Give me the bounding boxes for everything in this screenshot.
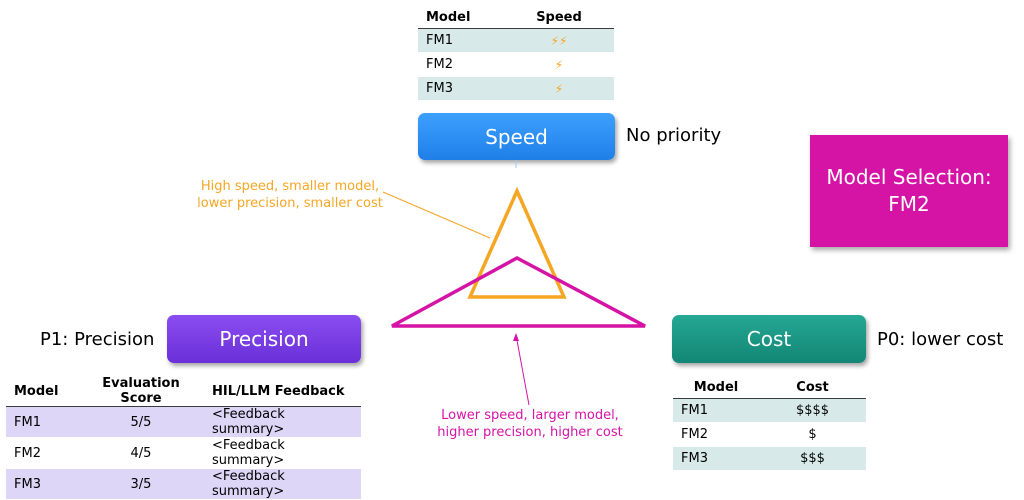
- precision-note-pointer: [515, 334, 530, 406]
- precision-note-line: higher precision, higher cost: [437, 425, 623, 440]
- model-cell: FM2: [418, 52, 504, 77]
- table-row: FM2 ⚡: [418, 52, 614, 77]
- score-cell: 4/5: [78, 437, 204, 469]
- cost-cell: $: [759, 422, 866, 447]
- speed-table: Model Speed FM1 ⚡⚡ FM2 ⚡ FM3 ⚡: [418, 6, 614, 101]
- model-cell: FM1: [418, 28, 504, 53]
- table-row: FM2 4/5 <Feedback summary>: [6, 437, 361, 469]
- feedback-cell: <Feedback summary>: [204, 406, 361, 438]
- speed-cell: ⚡⚡: [504, 28, 614, 53]
- speed-note-pointer: [382, 191, 491, 239]
- tradeoff-diagram: [382, 160, 646, 406]
- table-row: FM3 ⚡: [418, 76, 614, 101]
- model-cell: FM2: [673, 422, 759, 447]
- table-row: FM3 3/5 <Feedback summary>: [6, 468, 361, 500]
- speed-cell: ⚡: [504, 76, 614, 101]
- cost-cell: $$$: [759, 446, 866, 471]
- speed-triangle: [467, 186, 567, 299]
- model-selection-value: FM2: [888, 192, 930, 216]
- column-header-cost: Cost: [759, 376, 866, 399]
- model-selection-title: Model Selection:: [826, 165, 992, 189]
- speed-cell: ⚡: [504, 52, 614, 77]
- speed-priority-label: No priority: [626, 125, 722, 146]
- table-header-row: Model Evaluation Score HIL/LLM Feedback: [6, 376, 361, 407]
- table-row: FM1 5/5 <Feedback summary>: [6, 406, 361, 438]
- column-header-model: Model: [6, 376, 78, 407]
- table-row: FM2 $: [673, 422, 866, 447]
- table-row: FM3 $$$: [673, 446, 866, 471]
- feedback-cell: <Feedback summary>: [204, 437, 361, 469]
- speed-note-line: lower precision, smaller cost: [197, 196, 383, 211]
- column-header-evaluation-score: Evaluation Score: [78, 376, 204, 407]
- model-cell: FM1: [6, 406, 78, 438]
- cost-button[interactable]: Cost: [672, 315, 866, 363]
- model-cell: FM2: [6, 437, 78, 469]
- model-cell: FM3: [673, 446, 759, 471]
- model-cell: FM3: [418, 76, 504, 101]
- precision-table: Model Evaluation Score HIL/LLM Feedback …: [6, 376, 361, 500]
- feedback-cell: <Feedback summary>: [204, 468, 361, 500]
- model-cell: FM1: [673, 398, 759, 423]
- column-header-model: Model: [673, 376, 759, 399]
- speed-note-line: High speed, smaller model,: [200, 179, 380, 194]
- cost-priority-label: P0: lower cost: [877, 329, 1004, 350]
- table-row: FM1 ⚡⚡: [418, 28, 614, 53]
- model-cell: FM3: [6, 468, 78, 500]
- cost-table: Model Cost FM1 $$$$ FM2 $ FM3 $$$: [673, 376, 866, 471]
- precision-note-arrowhead: [513, 333, 519, 341]
- column-header-feedback: HIL/LLM Feedback: [204, 376, 361, 407]
- speed-button[interactable]: Speed: [418, 113, 615, 160]
- table-row: FM1 $$$$: [673, 398, 866, 423]
- column-header-speed: Speed: [504, 6, 614, 29]
- precision-tradeoff-note: Lower speed, larger model, higher precis…: [424, 407, 636, 441]
- table-header-row: Model Cost: [673, 376, 866, 399]
- precision-note-line: Lower speed, larger model,: [441, 408, 619, 423]
- cost-cell: $$$$: [759, 398, 866, 423]
- score-cell: 5/5: [78, 406, 204, 438]
- table-header-row: Model Speed: [418, 6, 614, 29]
- precision-priority-label: P1: Precision: [40, 329, 155, 350]
- speed-tradeoff-note: High speed, smaller model, lower precisi…: [190, 178, 390, 212]
- model-selection-box: Model Selection: FM2: [810, 135, 1008, 247]
- score-cell: 3/5: [78, 468, 204, 500]
- precision-triangle: [391, 256, 646, 328]
- column-header-model: Model: [418, 6, 504, 29]
- precision-button[interactable]: Precision: [167, 315, 361, 363]
